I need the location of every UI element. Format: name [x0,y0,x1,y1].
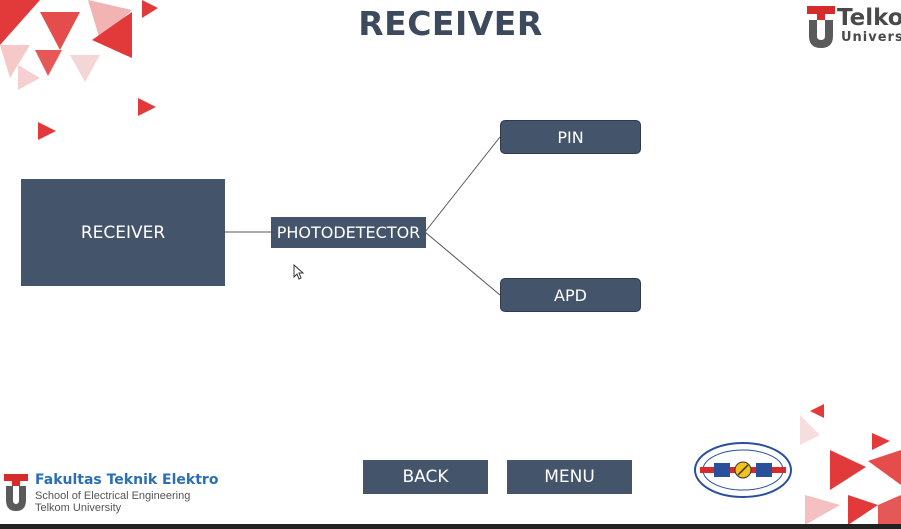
pin-label: PIN [557,127,584,147]
pin-box: PIN [500,120,641,154]
university-name: Telkom University [35,502,122,514]
apd-label: APD [554,285,587,305]
bottom-bar [0,524,901,529]
telkom-emblem-icon [4,474,28,511]
receiver-box: RECEIVER [21,179,225,286]
faculty-logo: Fakultas Teknik Elektro School of Electr… [0,470,240,520]
telkom-logo-text: Telko [837,5,901,31]
lab-emblem-logo [694,442,792,498]
faculty-name: Fakultas Teknik Elektro [35,472,219,488]
receiver-box-label: RECEIVER [80,222,166,243]
page-title: RECEIVER [358,4,543,43]
apd-box: APD [500,278,641,312]
school-name: School of Electrical Engineering [35,490,191,502]
mouse-cursor-icon [293,264,305,280]
back-button-label: BACK [402,467,449,487]
decorative-triangles-bottom-right [800,404,901,529]
telkom-university-logo: Telko Univers [801,2,901,48]
university-logo-text: Univers [841,30,901,45]
photodetector-label: PHOTODETECTOR [276,223,421,242]
menu-button-label: MENU [544,467,595,487]
menu-button[interactable]: MENU [507,460,632,494]
back-button[interactable]: BACK [363,460,488,494]
decorative-triangles-top-left [0,0,158,140]
telkom-emblem-icon [807,6,835,48]
photodetector-box: PHOTODETECTOR [271,217,426,248]
